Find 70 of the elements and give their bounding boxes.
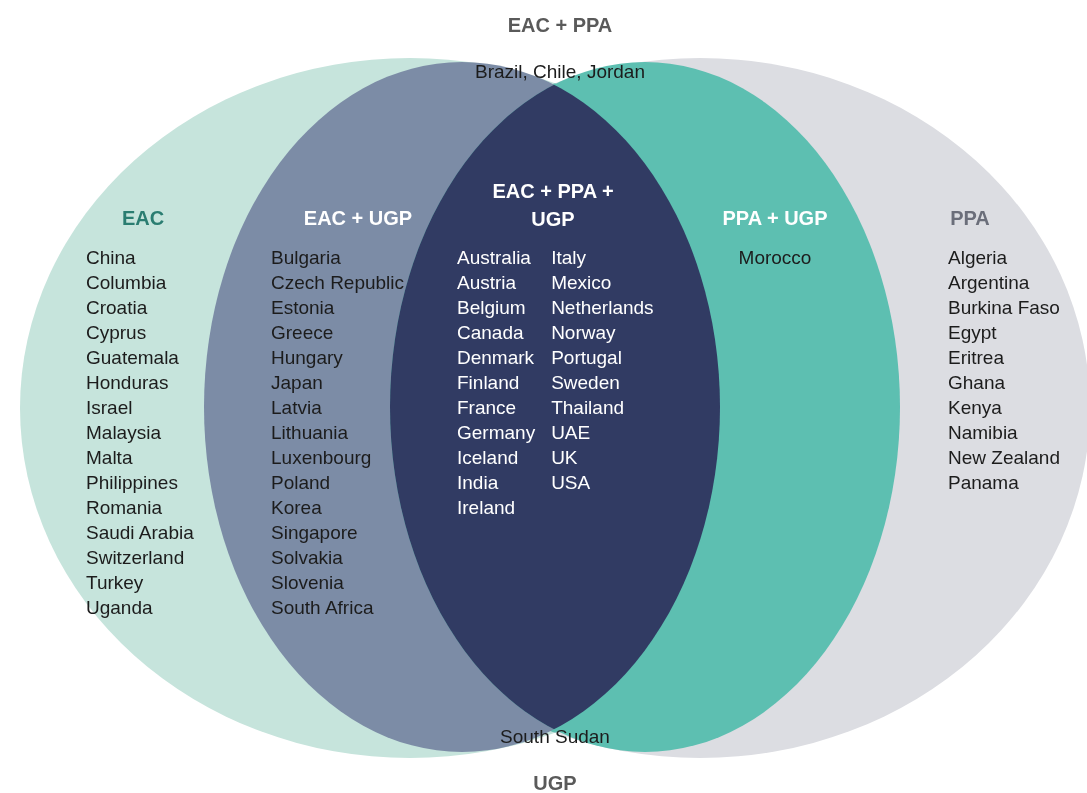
country-name: Luxenbourg [271,446,373,470]
region-heading: EAC + PPA + UGP [491,179,615,232]
country-name: UAE [551,421,592,445]
country-name: Japan [271,371,324,395]
country-name: Bulgaria [271,246,342,270]
country-name: Croatia [86,296,149,320]
country-name: Poland [271,471,332,495]
country-name: Burkina Faso [948,296,1060,320]
country-name: Saudi Arabia [86,521,194,545]
country-name: Denmark [457,346,536,370]
country-name: China [86,246,137,270]
region-heading: EAC [120,206,166,231]
region-heading: UGP [532,772,578,793]
country-name: Belgium [457,296,527,320]
country-name: Thailand [551,396,626,420]
country-name: Romania [86,496,164,520]
country-name: UK [551,446,579,470]
country-name: Latvia [271,396,323,420]
country-name: Estonia [271,296,336,320]
country-name: Ireland [457,496,517,520]
country-name: Norway [551,321,617,345]
country-name: Morocco [738,246,812,270]
country-name: Austria [457,271,518,295]
country-name: Brazil, Chile, Jordan [475,60,645,84]
country-name: Lithuania [271,421,350,445]
country-name: Korea [271,496,323,520]
country-name: Cyprus [86,321,148,345]
country-name: Eritrea [948,346,1005,370]
country-name: South Africa [271,596,375,620]
country-name: Australia [457,246,532,270]
country-name: Hungary [271,346,344,370]
country-name: Algeria [948,246,1009,270]
region-heading: PPA + UGP [721,206,829,231]
country-name: Malta [86,446,134,470]
country-name: Czech Republic [271,271,405,295]
country-name: Germany [457,421,536,445]
region-heading: EAC + PPA [506,13,614,38]
country-name: Israel [86,396,134,420]
country-name: Uganda [86,596,154,620]
country-name: Ghana [948,371,1007,395]
country-name: Argentina [948,271,1031,295]
country-name: France [457,396,518,420]
country-name: Kenya [948,396,1003,420]
country-name: Finland [457,371,521,395]
country-name: Italy [551,246,587,270]
region-heading: EAC + UGP [302,206,414,231]
country-name: Solvakia [271,546,344,570]
country-name: Malaysia [86,421,162,445]
country-name: Panama [948,471,1020,495]
country-name: Iceland [457,446,520,470]
country-name: Columbia [86,271,168,295]
country-name: Honduras [86,371,170,395]
country-name: Greece [271,321,335,345]
country-name: Egypt [948,321,998,345]
country-name: Sweden [551,371,621,395]
country-name: Philippines [86,471,179,495]
country-name: Slovenia [271,571,345,595]
country-name: Namibia [948,421,1019,445]
country-name: Turkey [86,571,145,595]
country-name: Portugal [551,346,623,370]
country-name: USA [551,471,592,495]
country-name: New Zealand [948,446,1060,470]
country-name: India [457,471,500,495]
region-heading: PPA [949,206,991,231]
country-name: Mexico [551,271,613,295]
country-name: Singapore [271,521,359,545]
country-name: Guatemala [86,346,180,370]
country-name: Canada [457,321,525,345]
country-name: Netherlands [551,296,654,320]
country-name: Switzerland [86,546,186,570]
